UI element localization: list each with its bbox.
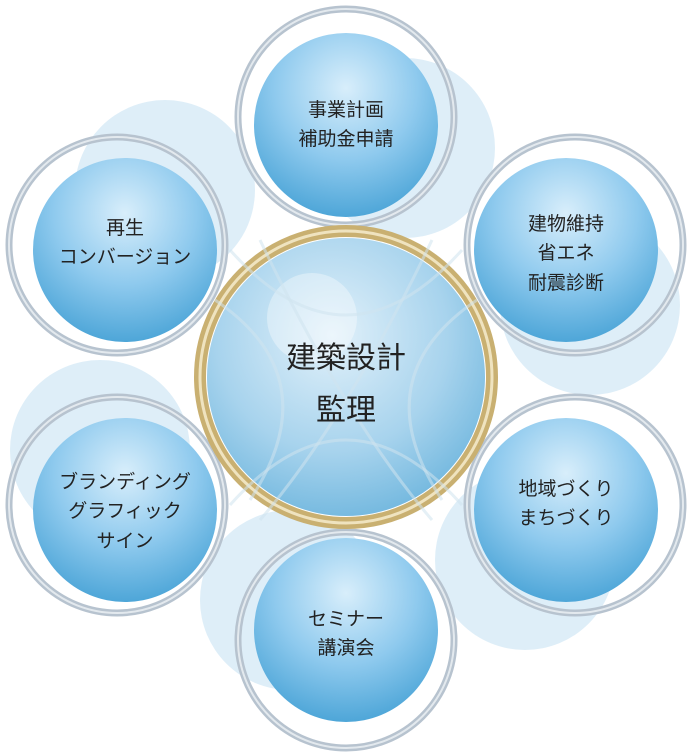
petal-ring-highlight-upper-right [466,136,684,354]
satellite-bubble-upper-right [474,158,658,342]
satellite-bubble-upper-left [33,158,217,342]
petal-ring-highlight-lower-right [466,396,684,614]
petal-ring-highlight-lower-left [8,396,226,614]
satellite-bubble-lower-right [474,418,658,602]
satellite-bubble-top [254,33,438,217]
center-crossing-curves [214,239,478,521]
satellite-bubble-lower-left [33,418,217,602]
satellite-bubbles [33,33,658,722]
satellite-bubble-bottom [254,538,438,722]
crossing-curve-3 [407,298,478,501]
petal-ring-highlight-bottom [237,531,455,749]
center-sheen [267,273,357,363]
crossing-curve-5 [258,239,434,521]
petal-ring-highlight-upper-left [8,136,226,354]
crossing-curve-2 [214,298,285,501]
crossing-curve-1 [228,438,464,506]
center-ring-highlight [198,229,494,525]
center-circle [194,225,498,529]
center-bubble [207,238,485,516]
crossing-curve-0 [228,249,464,317]
